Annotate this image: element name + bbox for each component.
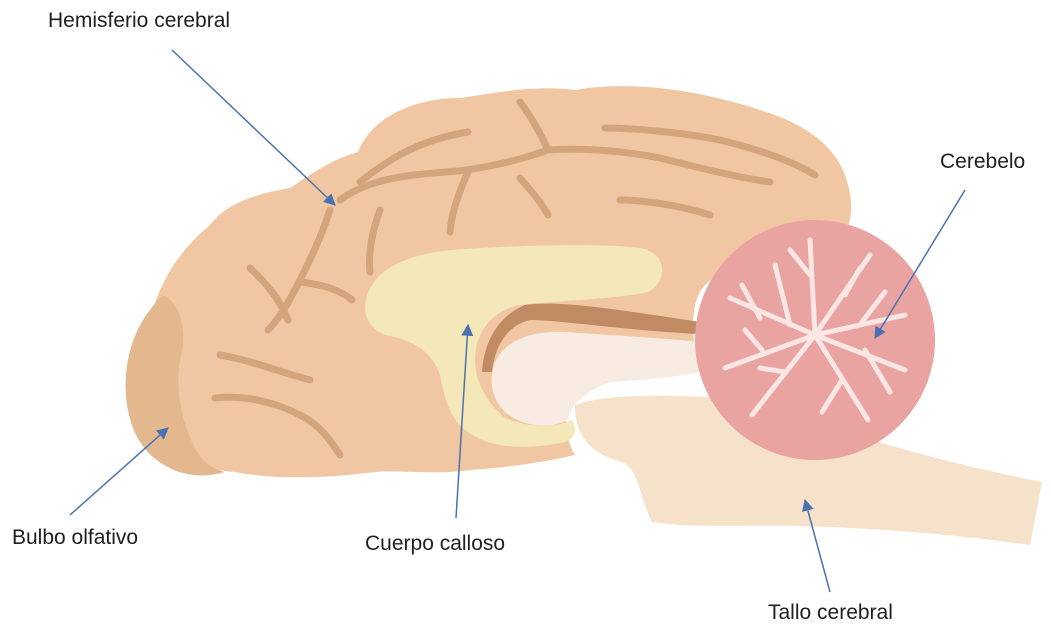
label-hemisferio-cerebral: Hemisferio cerebral [48,10,230,31]
label-cerebelo: Cerebelo [940,151,1025,172]
cerebellum [695,220,935,460]
arrow-hemisferio [172,50,335,205]
label-tallo-cerebral: Tallo cerebral [768,602,893,623]
label-bulbo-olfativo: Bulbo olfativo [12,527,138,548]
arrow-bulbo [70,428,168,515]
label-cuerpo-calloso: Cuerpo calloso [365,533,505,554]
